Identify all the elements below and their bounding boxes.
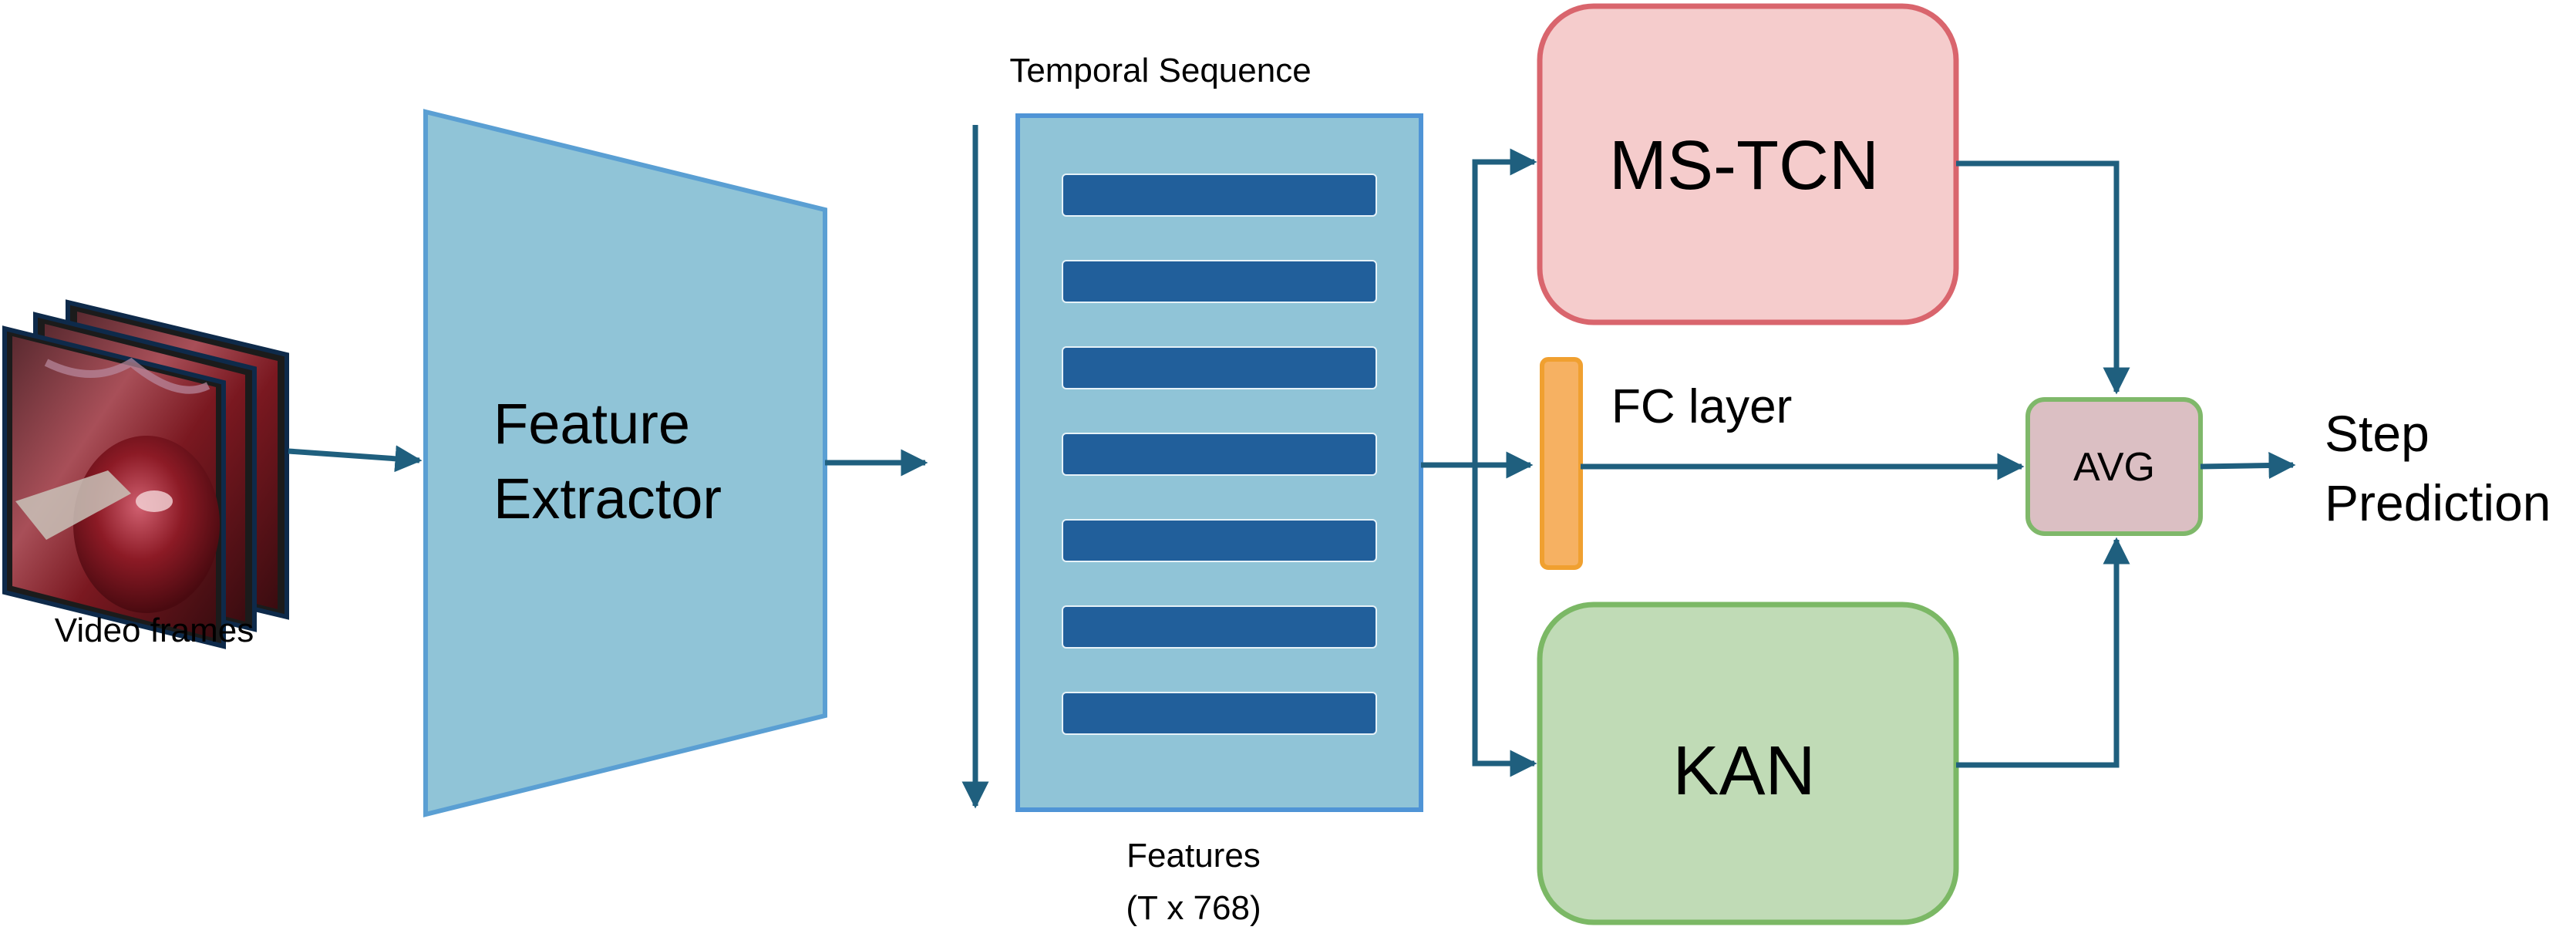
fc-layer-block [1540, 357, 1583, 570]
instrument-shape [15, 470, 131, 540]
feature-extractor-block [423, 109, 827, 817]
feature-row [1062, 692, 1377, 735]
feature-rows [1062, 174, 1377, 735]
feature-row [1062, 174, 1377, 217]
feature-extractor-label-line2: Extractor [493, 467, 722, 531]
mstcn-label: MS-TCN [1609, 127, 1879, 204]
arrow-frames-to-extractor [288, 445, 423, 473]
specular-highlight [136, 490, 173, 512]
feature-extractor-label-line1: Feature [493, 392, 690, 456]
step-prediction-label-line2: Prediction [2325, 474, 2551, 531]
feature-row [1062, 605, 1377, 649]
feature-row [1062, 433, 1377, 476]
feature-row [1062, 346, 1377, 389]
feature-row [1062, 260, 1377, 303]
step-prediction-label-line1: Step [2325, 405, 2430, 462]
video-frames-label: Video frames [55, 612, 254, 649]
features-label-line1: Features [1126, 837, 1261, 875]
video-frames-stack [2, 299, 289, 649]
connector-kan-to-avg [1956, 537, 2130, 768]
connector-mstcn-to-avg [1956, 160, 2130, 395]
temporal-sequence-label: Temporal Sequence [1009, 52, 1311, 89]
kan-label: KAN [1672, 733, 1815, 810]
arrow-avg-to-output [2200, 452, 2296, 480]
features-label-line2: (T x 768) [1126, 889, 1261, 927]
connector-to-kan [1472, 465, 1537, 777]
connector-to-mstcn [1472, 148, 1537, 465]
avg-label: AVG [2073, 445, 2155, 490]
tissue-detail [44, 357, 210, 394]
feature-row [1062, 519, 1377, 562]
fc-layer-label: FC layer [1611, 380, 1792, 433]
organ-highlight [73, 436, 220, 613]
